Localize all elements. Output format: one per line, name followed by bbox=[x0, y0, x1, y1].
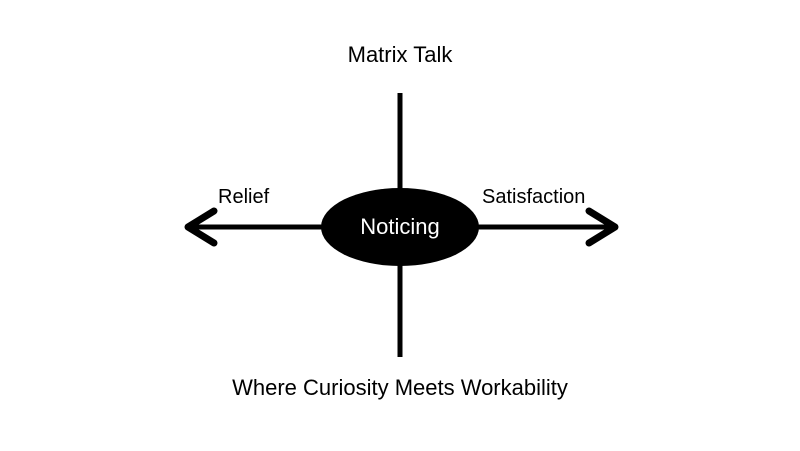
right-axis-label: Satisfaction bbox=[482, 186, 586, 208]
diagram-caption: Where Curiosity Meets Workability bbox=[232, 375, 568, 400]
center-ellipse bbox=[321, 188, 479, 266]
left-axis-label: Relief bbox=[218, 186, 270, 208]
diagram-title: Matrix Talk bbox=[347, 42, 453, 67]
left-arrowhead-icon bbox=[184, 207, 218, 247]
center-ellipse-label: Noticing bbox=[360, 214, 440, 239]
right-arrowhead-icon bbox=[585, 207, 619, 247]
